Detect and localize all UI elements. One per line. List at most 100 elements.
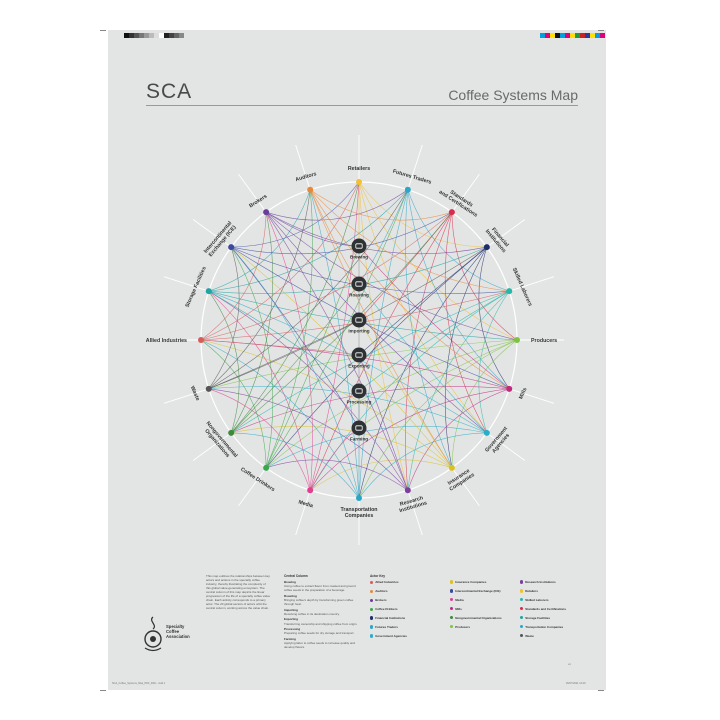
legend-color-dot	[370, 616, 374, 620]
central-step-importing: Importing	[348, 312, 370, 334]
legend-actor-item: Mills	[450, 607, 512, 611]
connection-line	[309, 189, 360, 285]
legend-actor-name: Waste	[525, 633, 534, 638]
importing-icon	[351, 312, 367, 328]
legend-central-item-text: Bringing coffee's depth by transforming …	[284, 598, 354, 607]
connection-lines	[200, 181, 518, 499]
node-label-text: Auditors	[295, 171, 318, 183]
label-retailers: Retailers	[348, 166, 370, 172]
central-step-label: Roasting	[349, 293, 369, 298]
brand-line-2: Coffee	[166, 628, 180, 634]
connection-line	[230, 181, 360, 434]
central-step-label: Farming	[350, 437, 368, 442]
legend-actor-item: Storage Facilities	[520, 616, 582, 620]
legend-color-dot	[450, 580, 454, 584]
node-skilled-laborers	[506, 288, 513, 295]
color-swatch	[590, 33, 595, 38]
crop-mark	[100, 690, 106, 691]
connection-line	[405, 189, 453, 468]
legend-actor-name: Transportation Companies	[525, 624, 564, 629]
legend-actor-item: Coffee Drinkers	[370, 607, 442, 611]
outer-ray	[451, 467, 480, 507]
brand-line-1: Specialty	[166, 624, 185, 629]
connection-line	[265, 246, 487, 468]
node-label-text: Media	[298, 499, 314, 509]
crop-mark	[100, 30, 106, 31]
legend-color-dot	[450, 625, 454, 629]
legend-actor-name: Retailers	[525, 588, 538, 593]
node-intercontinental-exchange-ice	[228, 244, 235, 251]
node-label-text: Storage Facilities	[185, 266, 208, 309]
node-auditors	[307, 186, 314, 193]
legend-color-dot	[450, 589, 454, 593]
legend-color-dot	[450, 616, 454, 620]
node-retailers	[356, 179, 362, 185]
connection-line	[208, 319, 360, 390]
legend-central-item-title: Processing	[284, 627, 301, 632]
connection-line	[309, 181, 360, 491]
legend-actor-item: Skilled Laborers	[520, 598, 582, 602]
connection-line	[265, 189, 313, 468]
footer-timestamp: 26/07/2021 12:29	[566, 682, 586, 685]
node-label-text: Futures Traders	[392, 169, 432, 186]
connection-line	[309, 189, 510, 292]
color-swatch	[555, 33, 560, 38]
connection-line	[230, 246, 360, 499]
node-brokers	[263, 209, 270, 216]
central-step-roasting: Roasting	[349, 276, 369, 298]
color-swatch	[565, 33, 570, 38]
node-label-text: Retailers	[348, 166, 370, 172]
legend-actor-item: Retailers	[520, 589, 582, 593]
connection-line	[265, 211, 360, 247]
connection-line	[231, 246, 510, 294]
crop-mark	[598, 30, 604, 31]
connection-line	[231, 246, 453, 468]
outer-ray	[486, 219, 526, 248]
page-title: Coffee Systems Map	[448, 87, 578, 103]
legend-color-dot	[520, 634, 524, 638]
legend-actor-name: Skilled Laborers	[525, 597, 549, 602]
legend-color-dot	[370, 607, 374, 611]
outer-ray	[192, 219, 232, 248]
connection-line	[265, 212, 313, 491]
outer-ray	[238, 173, 267, 213]
label-skilled-laborers: Skilled Laborers	[511, 267, 533, 307]
outer-ray	[509, 388, 555, 404]
gray-swatch	[174, 33, 179, 38]
legend-actor-name: Auditors	[375, 589, 388, 594]
connection-line	[265, 211, 487, 255]
node-label-text: Mills	[518, 387, 528, 400]
node-label-text: Transportation	[340, 507, 377, 513]
connection-line	[309, 189, 510, 390]
connection-line	[231, 211, 453, 255]
node-nongovernmental-organizations	[228, 429, 235, 436]
connection-line	[309, 189, 453, 468]
connection-line	[358, 246, 487, 356]
legend-panel: This map outlines the relationships betw…	[206, 574, 586, 684]
legend-central-item-text: Transferring ownership and shipping coff…	[284, 621, 358, 626]
label-brokers: Brokers	[248, 193, 268, 209]
connection-line	[265, 211, 518, 341]
connection-line	[444, 246, 488, 468]
legend-actor-item: Government Agencies	[370, 634, 442, 638]
outer-ray	[486, 432, 526, 461]
gray-swatch	[169, 33, 174, 38]
legend-color-dot	[520, 589, 524, 593]
node-waste	[205, 385, 212, 392]
legend-actor-name: Producers	[455, 624, 471, 629]
connection-line	[208, 189, 409, 292]
crop-mark	[598, 690, 604, 691]
processing-icon	[351, 383, 367, 399]
central-step-label: Brewing	[350, 255, 368, 260]
connection-line	[309, 212, 453, 491]
gray-calibration-strip	[124, 33, 184, 38]
connection-line	[358, 319, 453, 468]
legend-color-dot	[370, 625, 374, 629]
label-producers: Producers	[531, 338, 557, 344]
